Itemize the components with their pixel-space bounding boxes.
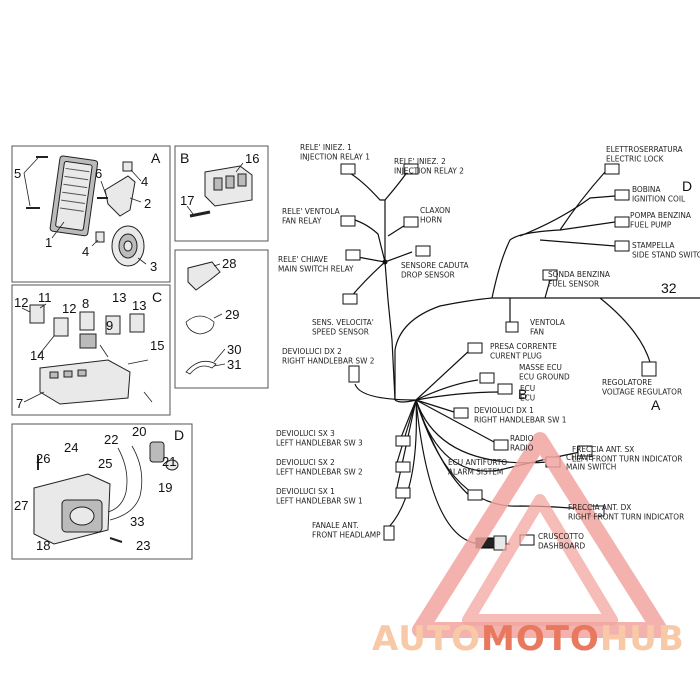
part-number: 2 (144, 196, 151, 211)
part-number: 8 (82, 296, 89, 311)
panel-c: C 12 11 8 9 12 13 13 14 15 7 (11, 284, 171, 416)
panel-c-letter: C (152, 289, 162, 305)
part-number: 27 (14, 498, 28, 513)
panel-b-letter: B (180, 150, 189, 166)
regulator-letter: A (651, 397, 661, 413)
ignition-letter: D (682, 178, 692, 194)
part-number: 7 (16, 396, 23, 411)
part-number: 13 (132, 298, 146, 313)
part-number: 21 (162, 454, 176, 469)
part-number: 1 (45, 235, 52, 250)
part-number: 5 (14, 166, 21, 181)
part-number: 6 (95, 166, 102, 181)
panel-a: A 1 2 3 4 4 5 6 (11, 145, 171, 283)
part-number: 25 (98, 456, 112, 471)
label-speed-sensor: SENS. VELOCITA'SPEED SENSOR (312, 317, 374, 337)
part-number: 13 (112, 290, 126, 305)
panel-b2: 28 29 30 31 (174, 249, 269, 389)
part-number: 3 (150, 259, 157, 274)
part-number: 24 (64, 440, 78, 455)
ecu-letter: B (518, 386, 527, 402)
part-number: 9 (106, 318, 113, 333)
part-number: 20 (132, 424, 146, 439)
part-number: 23 (136, 538, 150, 553)
watermark: AUTOMOTOHUB (372, 432, 685, 659)
part-number: 30 (227, 342, 241, 357)
label-front-headlamp: FANALE ANT.FRONT HEADLAMP (312, 520, 381, 540)
panel-d: D 26 24 25 22 20 21 27 19 33 18 23 (11, 423, 193, 560)
harness-number: 32 (661, 280, 677, 296)
part-number: 26 (36, 451, 50, 466)
part-number: 29 (225, 307, 239, 322)
panel-a-letter: A (151, 150, 161, 166)
part-number: 14 (30, 348, 44, 363)
part-number: 33 (130, 514, 144, 529)
part-number: 16 (245, 151, 259, 166)
part-number: 28 (222, 256, 236, 271)
watermark-text-light: AUTOMOTOHUB (372, 619, 685, 659)
part-number: 11 (38, 290, 52, 305)
part-number: 18 (36, 538, 50, 553)
part-number: 4 (82, 244, 89, 259)
panel-d-letter: D (174, 427, 184, 443)
part-number: 12 (62, 301, 76, 316)
part-number: 17 (180, 193, 194, 208)
part-number: 15 (150, 338, 164, 353)
connector-boxes (340, 163, 657, 551)
part-number: 31 (227, 357, 241, 372)
part-number: 4 (141, 174, 148, 189)
panel-b: B 16 17 (174, 145, 269, 242)
part-number: 19 (158, 480, 172, 495)
part-number: 12 (14, 295, 28, 310)
part-number: 22 (104, 432, 118, 447)
